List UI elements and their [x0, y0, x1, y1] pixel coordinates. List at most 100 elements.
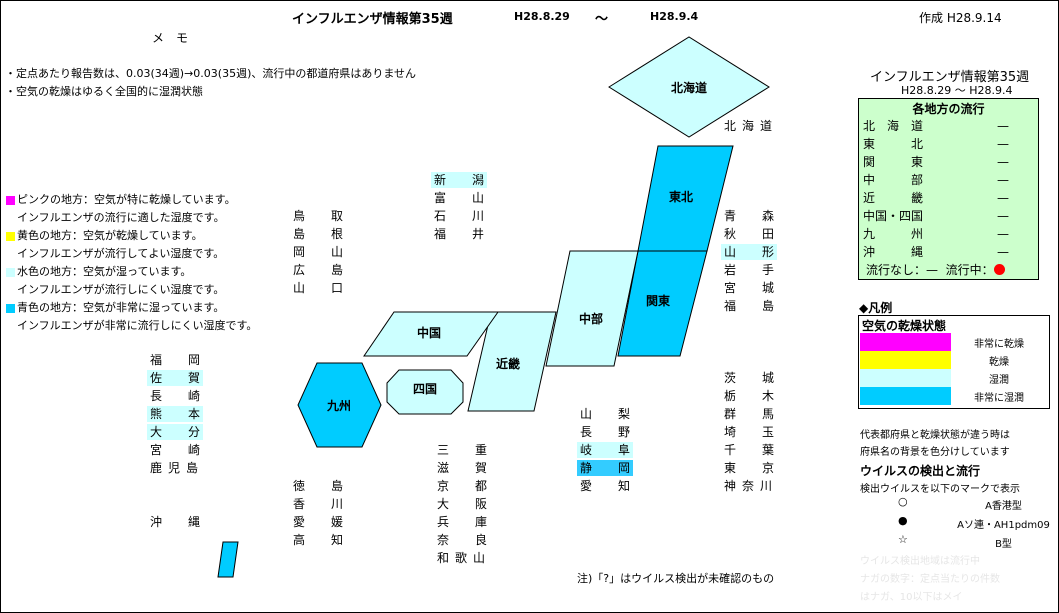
- virus-mark-icon: ○: [898, 495, 908, 508]
- status-row-region: 九 州: [863, 227, 924, 241]
- virus-heading: ウイルスの検出と流行: [860, 464, 981, 478]
- virus-mark-icon: ●: [898, 514, 908, 527]
- legend-pink-line1: ピンクの地方：空気が特に乾燥しています。: [17, 193, 236, 206]
- panel-title: インフルエンザ情報第35週: [870, 70, 1030, 85]
- status-row-region: 北 海 道: [863, 119, 924, 133]
- prefecture-kinki-3: 大阪: [436, 497, 487, 511]
- memo-heading: メ モ: [152, 31, 189, 45]
- legend-heading: ◆凡例: [859, 301, 893, 315]
- prefecture-shikoku-0: 徳島: [292, 479, 343, 493]
- prefecture-chubu-0: 山梨: [579, 407, 630, 421]
- legend-yellow-line1: 黄色の地方：空気が乾燥しています。: [17, 229, 203, 242]
- prefecture-okinawa-0: 沖縄: [149, 515, 200, 529]
- memo-line-1: ・定点あたり報告数は、0.03(34週)→0.03(35週)、流行中の都道府県は…: [5, 67, 417, 80]
- prefecture-tohoku-0: 青森: [723, 209, 774, 223]
- legend-lightblue-line1: 水色の地方：空気が湿っています。: [17, 265, 192, 278]
- region-chubu-shape[interactable]: [545, 250, 639, 367]
- virus-mark-icon: ☆: [898, 533, 908, 546]
- prefecture-kanto-4: 千葉: [723, 443, 774, 457]
- status-row-value: —: [997, 119, 1009, 133]
- legend-blue-line2: インフルエンザが非常に流行しにくい湿度です。: [17, 319, 258, 332]
- prefecture-hokkaido-0: 北海道: [723, 119, 772, 133]
- prefecture-hokuriku-3: 福井: [433, 227, 484, 241]
- prefecture-chugoku-3: 広島: [292, 263, 343, 277]
- status-row-value: —: [997, 173, 1009, 187]
- dryness-label: 湿潤: [989, 375, 1009, 386]
- legend-yellow-line2: インフルエンザが流行してよい湿度です。: [17, 247, 225, 260]
- virus-mark-label: A香港型: [985, 501, 1022, 512]
- region-label-chugoku: 中国: [417, 325, 441, 340]
- date-tilde: 〜: [595, 12, 609, 27]
- prefecture-kanto-0: 茨城: [723, 371, 774, 385]
- report-title: インフルエンザ情報第35週: [292, 12, 453, 27]
- prefecture-hokuriku-2: 石川: [433, 209, 484, 223]
- prefecture-kanto-6: 神奈川: [723, 479, 772, 493]
- region-label-shikoku: 四国: [413, 382, 437, 396]
- region-kanto-shape[interactable]: [617, 250, 708, 357]
- prefecture-shikoku-2: 愛媛: [292, 515, 343, 529]
- prefecture-hokuriku-0: 新潟: [431, 172, 487, 188]
- status-row-value: —: [997, 245, 1009, 259]
- prefecture-chubu-4: 愛知: [579, 479, 630, 493]
- dryness-swatch: [860, 333, 951, 351]
- prefecture-kanto-2: 群馬: [723, 407, 774, 421]
- created-date: 作成 H28.9.14: [919, 11, 1002, 25]
- prefecture-kyushu-3: 熊本: [147, 406, 203, 422]
- prefecture-chugoku-1: 島根: [292, 227, 343, 241]
- prefecture-chubu-2: 岐阜: [577, 442, 633, 458]
- status-row-region: 中 部: [863, 173, 924, 187]
- faint-line-2: ナガの数字：定点当たりの件数: [860, 574, 1000, 585]
- legend-lightblue-line2: インフルエンザが流行しにくい湿度です。: [17, 283, 225, 296]
- legend-blue-line1: 青色の地方：空気が非常に湿っています。: [17, 301, 225, 314]
- dryness-legend-box: [858, 315, 1050, 409]
- prefecture-kinki-1: 滋賀: [436, 461, 487, 475]
- prefecture-chugoku-4: 山口: [292, 281, 343, 295]
- region-kyushu-shape[interactable]: [297, 362, 382, 448]
- virus-desc: 検出ウイルスを以下のマークで表示: [860, 484, 1020, 495]
- prefecture-kyushu-2: 長崎: [149, 389, 200, 403]
- region-chugoku-shape[interactable]: [363, 311, 499, 357]
- region-kinki-shape[interactable]: [467, 311, 557, 412]
- marker-yellow: [6, 232, 15, 241]
- region-label-kyushu: 九州: [326, 398, 351, 413]
- prefecture-tohoku-4: 宮城: [723, 281, 774, 295]
- status-row-value: —: [997, 209, 1009, 223]
- prefecture-shikoku-3: 高知: [292, 533, 343, 547]
- prefecture-tohoku-3: 岩手: [723, 263, 774, 277]
- regional-status-table: 各地方の流行 北 海 道—東 北—関 東—中 部—近 畿—中国・四国—九 州—沖…: [858, 98, 1039, 280]
- prefecture-shikoku-1: 香川: [292, 497, 343, 511]
- status-row-region: 東 北: [863, 137, 924, 151]
- prefecture-kanto-3: 埼玉: [723, 425, 774, 439]
- legend-desc-2: 府県名の背景を色分けしています: [860, 447, 1010, 458]
- legend-pink-line2: インフルエンザの流行に適した湿度です。: [17, 211, 225, 224]
- prefecture-tohoku-2: 山形: [721, 244, 777, 260]
- date-to: H28.9.4: [650, 10, 699, 23]
- panel-dates: H28.8.29 〜 H28.9.4: [901, 84, 1013, 97]
- dryness-swatch: [860, 351, 951, 369]
- prefecture-kanto-1: 栃木: [723, 389, 774, 403]
- region-hokkaido-shape[interactable]: [608, 36, 770, 138]
- region-shikoku-shape[interactable]: [386, 369, 464, 415]
- dryness-swatch: [860, 369, 951, 387]
- red-dot-icon: [993, 264, 1005, 275]
- prefecture-hokuriku-1: 富山: [433, 191, 484, 205]
- status-footer: 流行なし：— 流行中：: [866, 261, 1005, 278]
- prefecture-kyushu-1: 佐賀: [147, 370, 203, 386]
- legend-epidemic: 流行中：: [945, 263, 994, 277]
- region-okinawa-shape[interactable]: [217, 541, 239, 578]
- dryness-label: 乾燥: [989, 357, 1009, 368]
- status-row-value: —: [997, 191, 1009, 205]
- prefecture-chubu-3: 静岡: [577, 460, 633, 476]
- status-row-region: 近 畿: [863, 191, 924, 205]
- prefecture-kinki-4: 兵庫: [436, 515, 487, 529]
- region-label-chubu: 中部: [579, 311, 603, 326]
- prefecture-kyushu-0: 福岡: [149, 353, 200, 367]
- dryness-box-title: 空気の乾燥状態: [862, 319, 947, 333]
- status-row-value: —: [997, 227, 1009, 241]
- date-from: H28.8.29: [514, 10, 570, 23]
- dryness-label: 非常に湿潤: [974, 393, 1024, 404]
- marker-blue: [6, 304, 15, 313]
- status-table-title: 各地方の流行: [912, 102, 985, 116]
